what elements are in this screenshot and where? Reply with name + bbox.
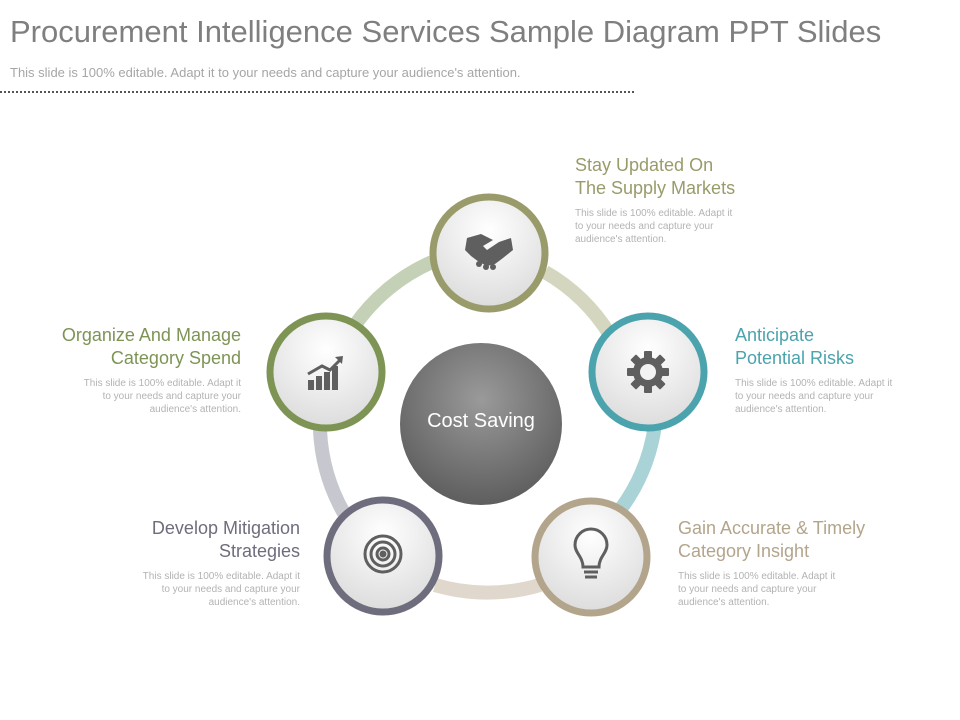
block-supply-title: Stay Updated On The Supply Markets (575, 154, 815, 200)
block-risks-body-line1: This slide is 100% editable. Adapt it (735, 378, 893, 389)
ring-segments (313, 255, 662, 600)
block-risks-title-line2: Potential Risks (735, 348, 855, 368)
growth-chart-icon (307, 356, 343, 390)
ring-arc-mitigation-spend (313, 429, 352, 519)
block-mitigation-body-line3: audience's attention. (208, 597, 300, 608)
node-spend (266, 312, 386, 432)
ring-arc-insight-mitigation (433, 578, 542, 600)
block-insight-body-line2: to your needs and capture your (678, 584, 817, 595)
block-supply-body-line3: audience's attention. (575, 234, 667, 245)
gear-icon (627, 351, 669, 393)
block-risks: Anticipate Potential Risks This slide is… (735, 324, 960, 416)
block-supply-title-line1: Stay Updated On (575, 155, 714, 175)
block-risks-title: Anticipate Potential Risks (735, 324, 960, 370)
ring-arc-supply-risks (541, 265, 616, 339)
page-title: Procurement Intelligence Services Sample… (10, 14, 882, 49)
block-mitigation-body-line2: to your needs and capture your (161, 584, 300, 595)
block-spend-body-line2: to your needs and capture your (102, 391, 241, 402)
ring-arc-spend-supply (349, 255, 435, 330)
block-spend-body-line1: This slide is 100% editable. Adapt it (83, 378, 241, 389)
ring-arc-risks-insight (614, 423, 662, 515)
node-insight (531, 497, 651, 617)
block-mitigation-body: This slide is 100% editable. Adapt it to… (60, 570, 300, 609)
title-divider (0, 91, 634, 93)
block-insight-title-line2: Category Insight (678, 541, 810, 561)
target-icon (363, 534, 403, 574)
center-label: Cost Saving (427, 410, 535, 432)
node-mitigation (323, 496, 443, 616)
block-insight: Gain Accurate & Timely Category Insight … (678, 517, 918, 609)
block-spend-title: Organize And Manage Category Spend (1, 324, 241, 370)
block-insight-body-line3: audience's attention. (678, 597, 770, 608)
block-mitigation-title: Develop Mitigation Strategies (60, 517, 300, 563)
block-mitigation: Develop Mitigation Strategies This slide… (60, 517, 300, 609)
block-insight-title: Gain Accurate & Timely Category Insight (678, 517, 918, 563)
block-spend-body-line3: audience's attention. (149, 404, 241, 415)
block-mitigation-body-line1: This slide is 100% editable. Adapt it (142, 571, 300, 582)
block-supply-body-line2: to your needs and capture your (575, 221, 714, 232)
block-supply: Stay Updated On The Supply Markets This … (575, 154, 815, 246)
block-risks-body-line2: to your needs and capture your (735, 391, 874, 402)
page-subtitle: This slide is 100% editable. Adapt it to… (10, 65, 521, 80)
block-spend-body: This slide is 100% editable. Adapt it to… (1, 377, 241, 416)
lightbulb-icon (573, 527, 609, 579)
block-insight-title-line1: Gain Accurate & Timely (678, 518, 866, 538)
block-insight-body-line1: This slide is 100% editable. Adapt it (678, 571, 836, 582)
block-spend: Organize And Manage Category Spend This … (1, 324, 241, 416)
block-spend-title-line2: Category Spend (110, 348, 241, 368)
block-mitigation-title-line1: Develop Mitigation (151, 518, 300, 538)
node-risks (588, 312, 708, 432)
block-mitigation-title-line2: Strategies (218, 541, 300, 561)
block-supply-body-line1: This slide is 100% editable. Adapt it (575, 208, 733, 219)
block-spend-title-line1: Organize And Manage (61, 325, 241, 345)
block-risks-title-line1: Anticipate (735, 325, 815, 345)
block-risks-body: This slide is 100% editable. Adapt it to… (735, 377, 960, 416)
center-circle (400, 343, 562, 505)
block-supply-body: This slide is 100% editable. Adapt it to… (575, 207, 815, 246)
block-risks-body-line3: audience's attention. (735, 404, 827, 415)
block-insight-body: This slide is 100% editable. Adapt it to… (678, 570, 918, 609)
block-supply-title-line2: The Supply Markets (575, 178, 736, 198)
handshake-icon (465, 234, 513, 270)
node-supply (429, 193, 549, 313)
